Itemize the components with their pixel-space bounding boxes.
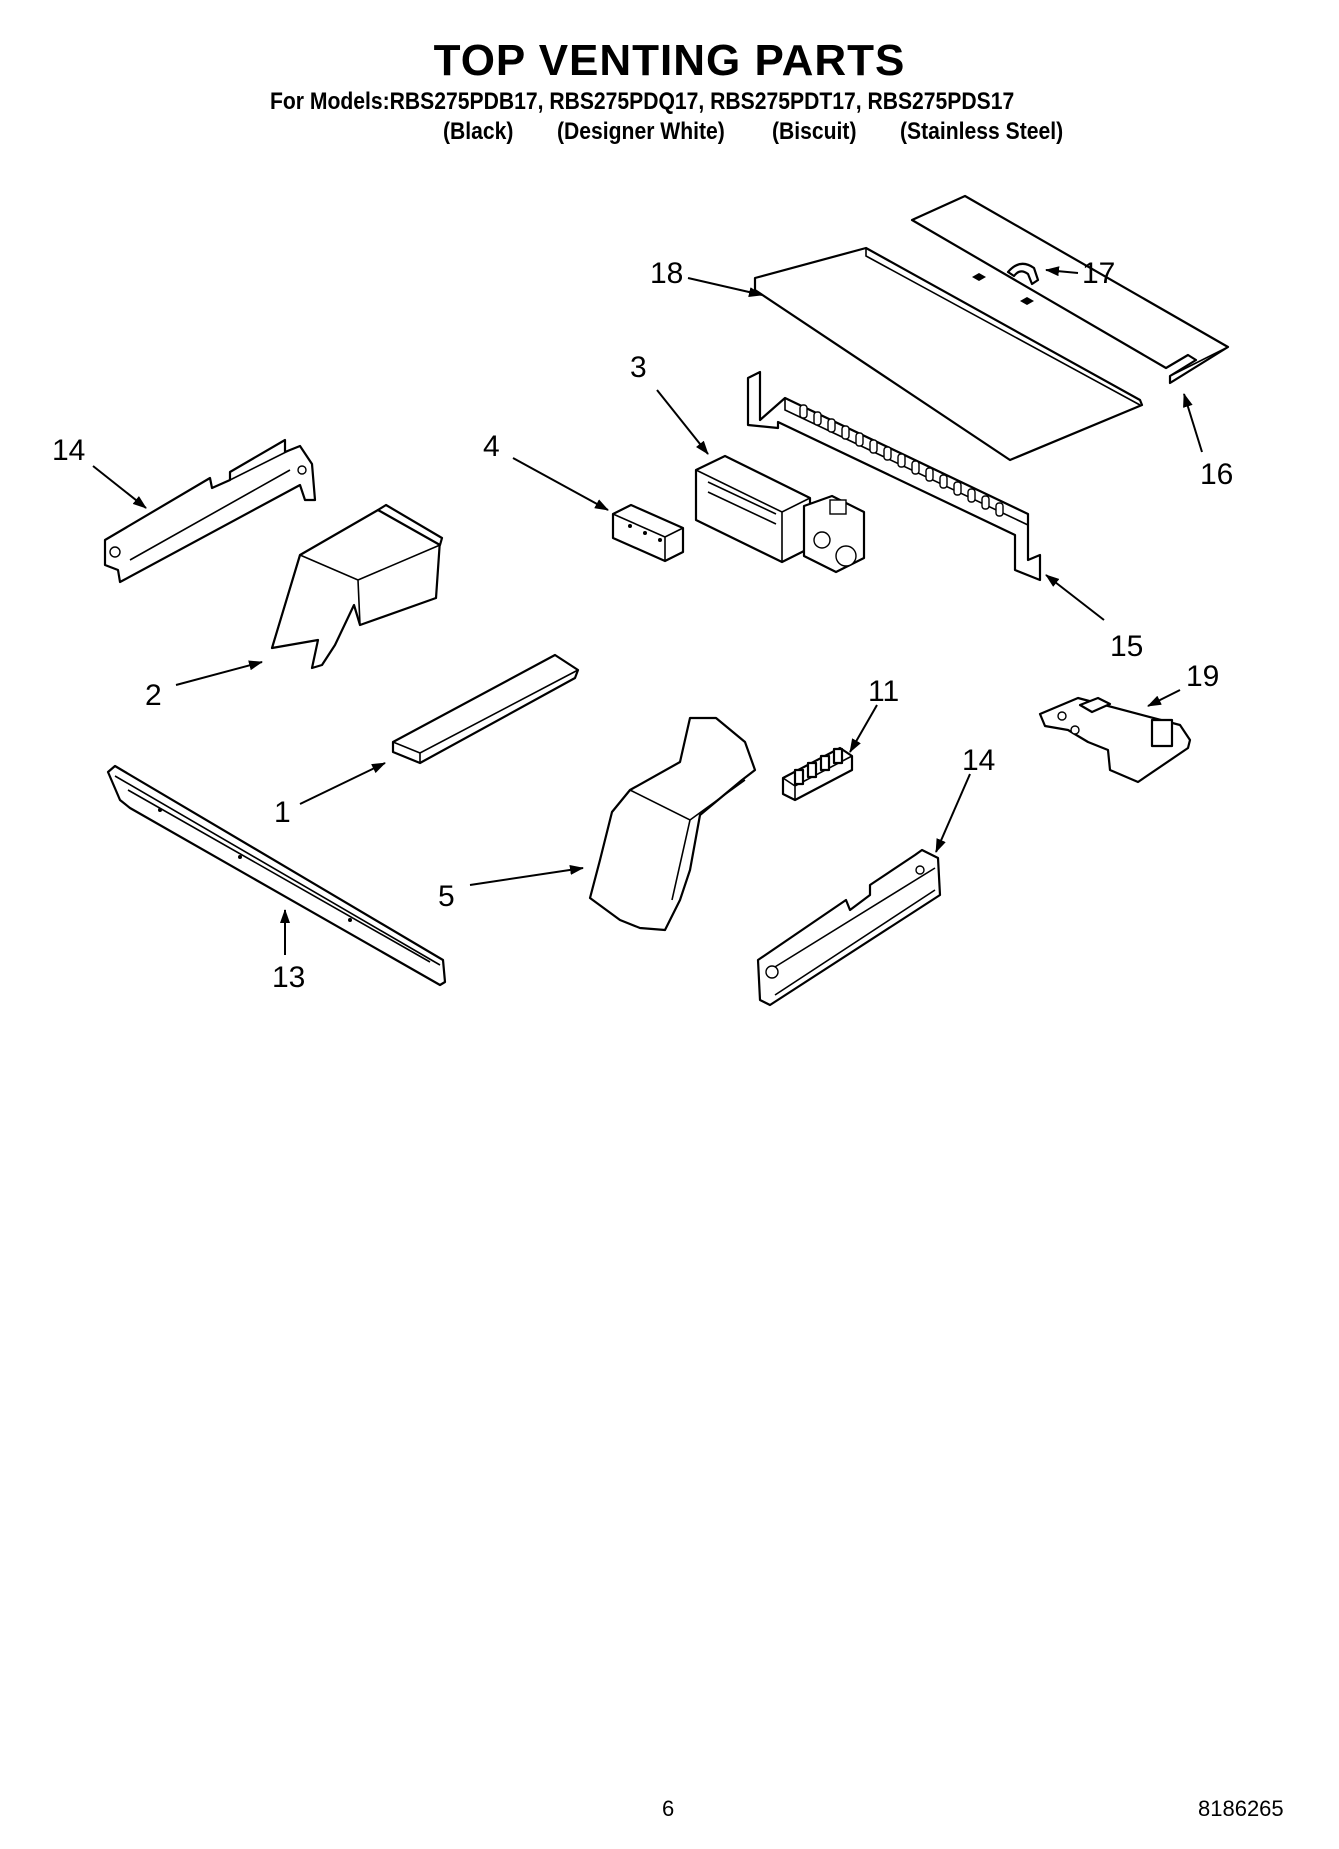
finish-biscuit: (Biscuit) xyxy=(772,118,857,145)
part-17-clip xyxy=(1006,262,1040,286)
part-4-block xyxy=(611,503,685,563)
callout-19: 19 xyxy=(1186,660,1219,693)
part-16-panel xyxy=(910,194,1230,385)
leader-4 xyxy=(512,457,609,511)
callout-leaders xyxy=(92,266,1203,955)
callout-17: 17 xyxy=(1082,257,1115,290)
part-3-motor-assembly xyxy=(694,454,866,574)
leader-5 xyxy=(469,864,584,886)
callout-16: 16 xyxy=(1200,458,1233,491)
leader-14-upper xyxy=(92,465,147,509)
callout-1: 1 xyxy=(274,796,291,829)
part-11-terminal-strip xyxy=(781,746,854,802)
callout-13: 13 xyxy=(272,961,305,994)
page-number: 6 xyxy=(662,1796,675,1821)
leader-19 xyxy=(1147,689,1181,707)
part-14-side-bracket-upper xyxy=(103,438,317,584)
part-19-switch-bracket xyxy=(1038,696,1192,784)
leader-17 xyxy=(1045,266,1079,277)
leader-16 xyxy=(1183,393,1203,453)
finish-black: (Black) xyxy=(443,118,514,145)
models-line: For Models:RBS275PDB17, RBS275PDQ17, RBS… xyxy=(270,88,1015,115)
callout-3: 3 xyxy=(630,351,647,384)
part-5-deflector xyxy=(588,716,757,932)
part-13-rail xyxy=(106,764,447,987)
callout-2: 2 xyxy=(145,679,162,712)
callout-18: 18 xyxy=(650,257,683,290)
leader-18 xyxy=(687,277,763,297)
callout-5: 5 xyxy=(438,880,455,913)
callout-15: 15 xyxy=(1110,630,1143,663)
part-15-bracket xyxy=(746,370,1042,582)
callout-14-upper: 14 xyxy=(52,434,85,467)
leader-11 xyxy=(849,704,878,753)
document-number: 8186265 xyxy=(1198,1796,1284,1821)
leader-1 xyxy=(299,762,386,805)
leader-2 xyxy=(175,660,263,686)
leader-15 xyxy=(1045,574,1105,621)
leader-3 xyxy=(656,389,709,455)
part-1-strip xyxy=(391,653,580,765)
bracket-slots xyxy=(799,404,1004,517)
callout-11: 11 xyxy=(868,675,899,708)
leader-14-lower xyxy=(935,773,971,853)
callout-4: 4 xyxy=(483,430,500,463)
part-14-side-bracket-lower xyxy=(756,848,942,1007)
page-title: TOP VENTING PARTS xyxy=(433,36,906,85)
part-2-vent-duct xyxy=(270,503,444,670)
callout-14-lower: 14 xyxy=(962,744,995,777)
finish-stainless-steel: (Stainless Steel) xyxy=(900,118,1064,145)
finish-designer-white: (Designer White) xyxy=(557,118,725,145)
